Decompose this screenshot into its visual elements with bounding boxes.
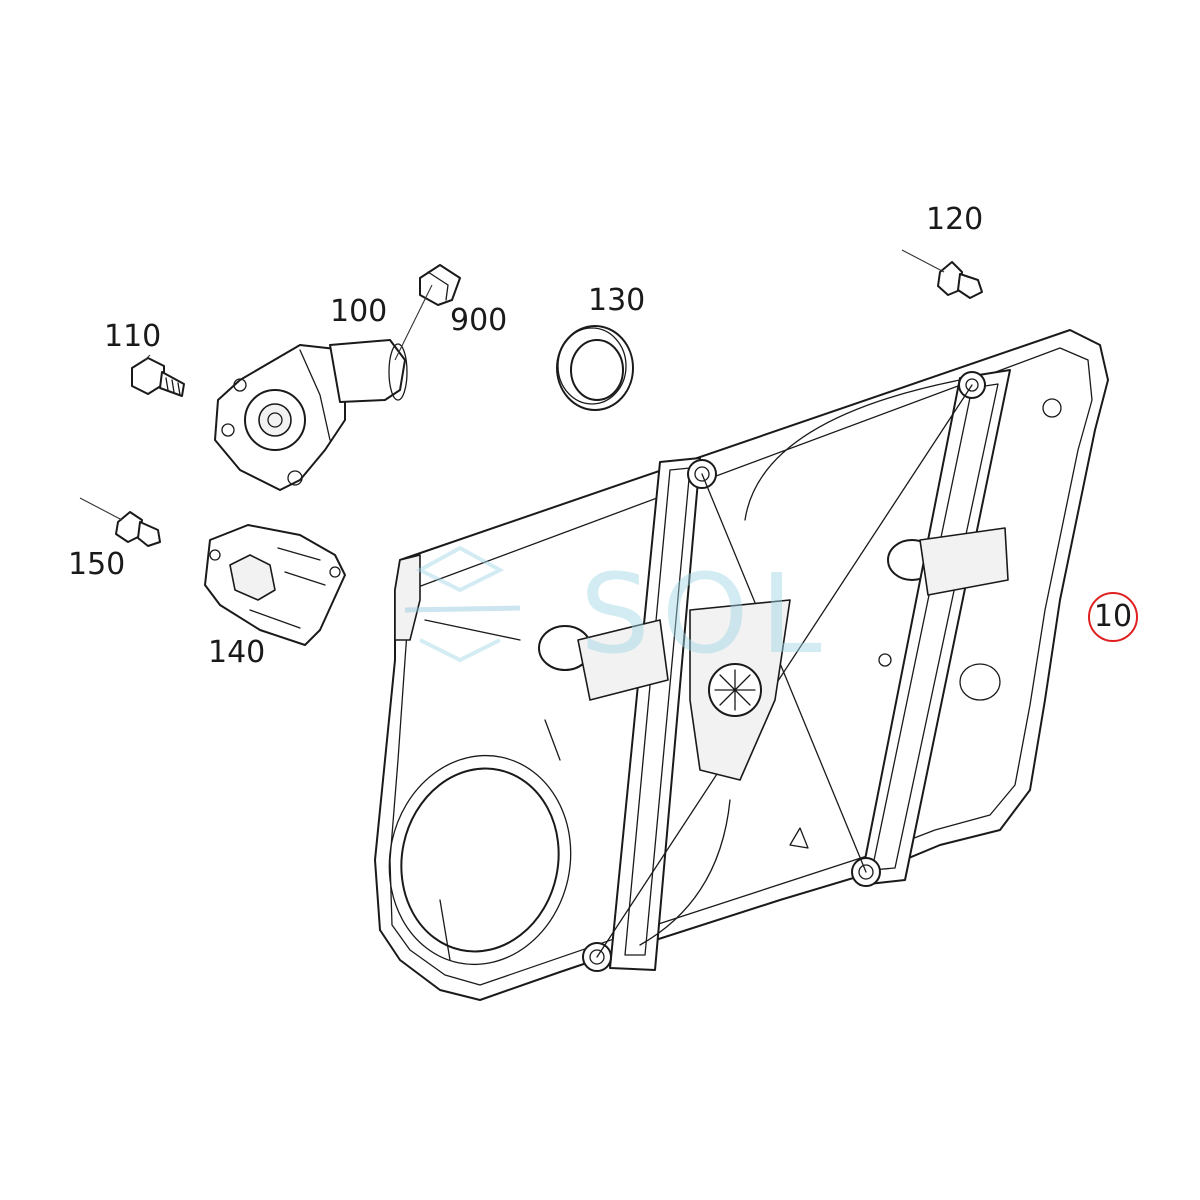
window-motor	[214, 339, 408, 491]
leader-lines	[79, 249, 945, 521]
screw-150	[115, 511, 161, 547]
watermark: SOL	[404, 545, 834, 678]
callout-900: 900	[450, 303, 508, 338]
connector	[419, 264, 461, 306]
mounting-bracket	[204, 524, 346, 646]
callout-150: 150	[68, 547, 126, 582]
door-carrier-panel	[374, 329, 1109, 1001]
callout-130: 130	[588, 283, 646, 318]
seal-ring	[556, 325, 634, 411]
watermark-text: SOL	[580, 550, 834, 678]
callout-100: 100	[330, 294, 388, 329]
bolt-110	[131, 357, 185, 397]
bolt-120	[937, 261, 983, 299]
callout-120: 120	[926, 202, 984, 237]
callout-110: 110	[104, 319, 162, 354]
callout-140: 140	[208, 635, 266, 670]
callout-10: 10	[1088, 592, 1138, 642]
